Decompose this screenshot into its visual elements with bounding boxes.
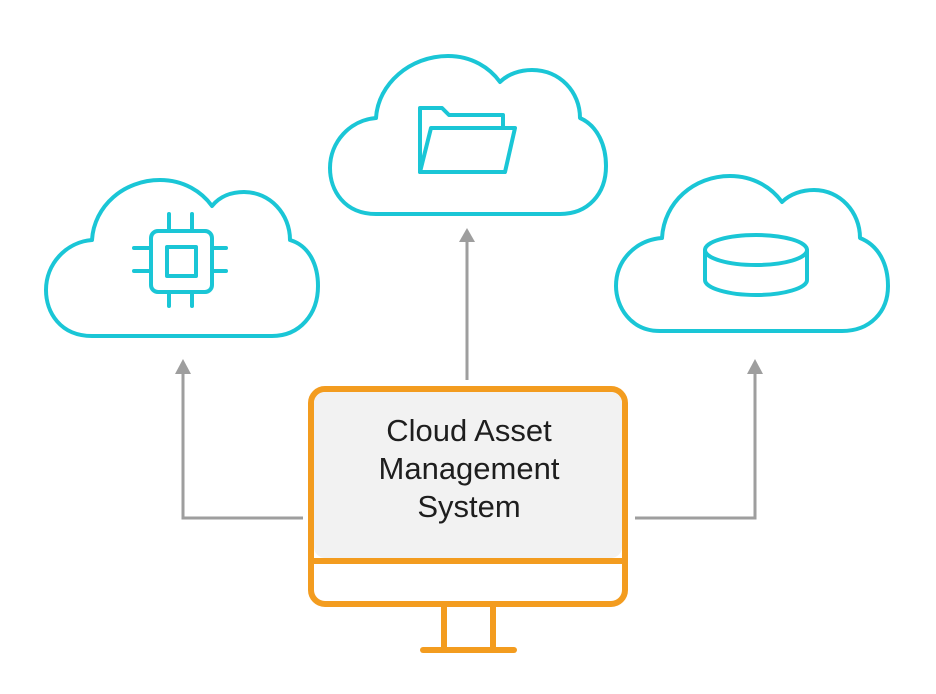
system-title-line-3: System [417, 489, 521, 524]
compute-cloud [44, 178, 320, 338]
database-icon [703, 233, 809, 297]
arrow-to-compute [175, 359, 303, 520]
system-title-line-2: Management [378, 451, 560, 486]
system-title: Cloud Asset Management System [318, 412, 620, 526]
folder-icon [418, 106, 517, 174]
storage-cloud [328, 54, 608, 216]
arrow-to-database [635, 359, 763, 520]
cpu-chip-icon [132, 212, 228, 308]
database-cloud [614, 174, 890, 333]
arrow-to-storage [459, 228, 475, 380]
system-title-line-1: Cloud Asset [386, 413, 552, 448]
monitor-icon [308, 386, 628, 653]
